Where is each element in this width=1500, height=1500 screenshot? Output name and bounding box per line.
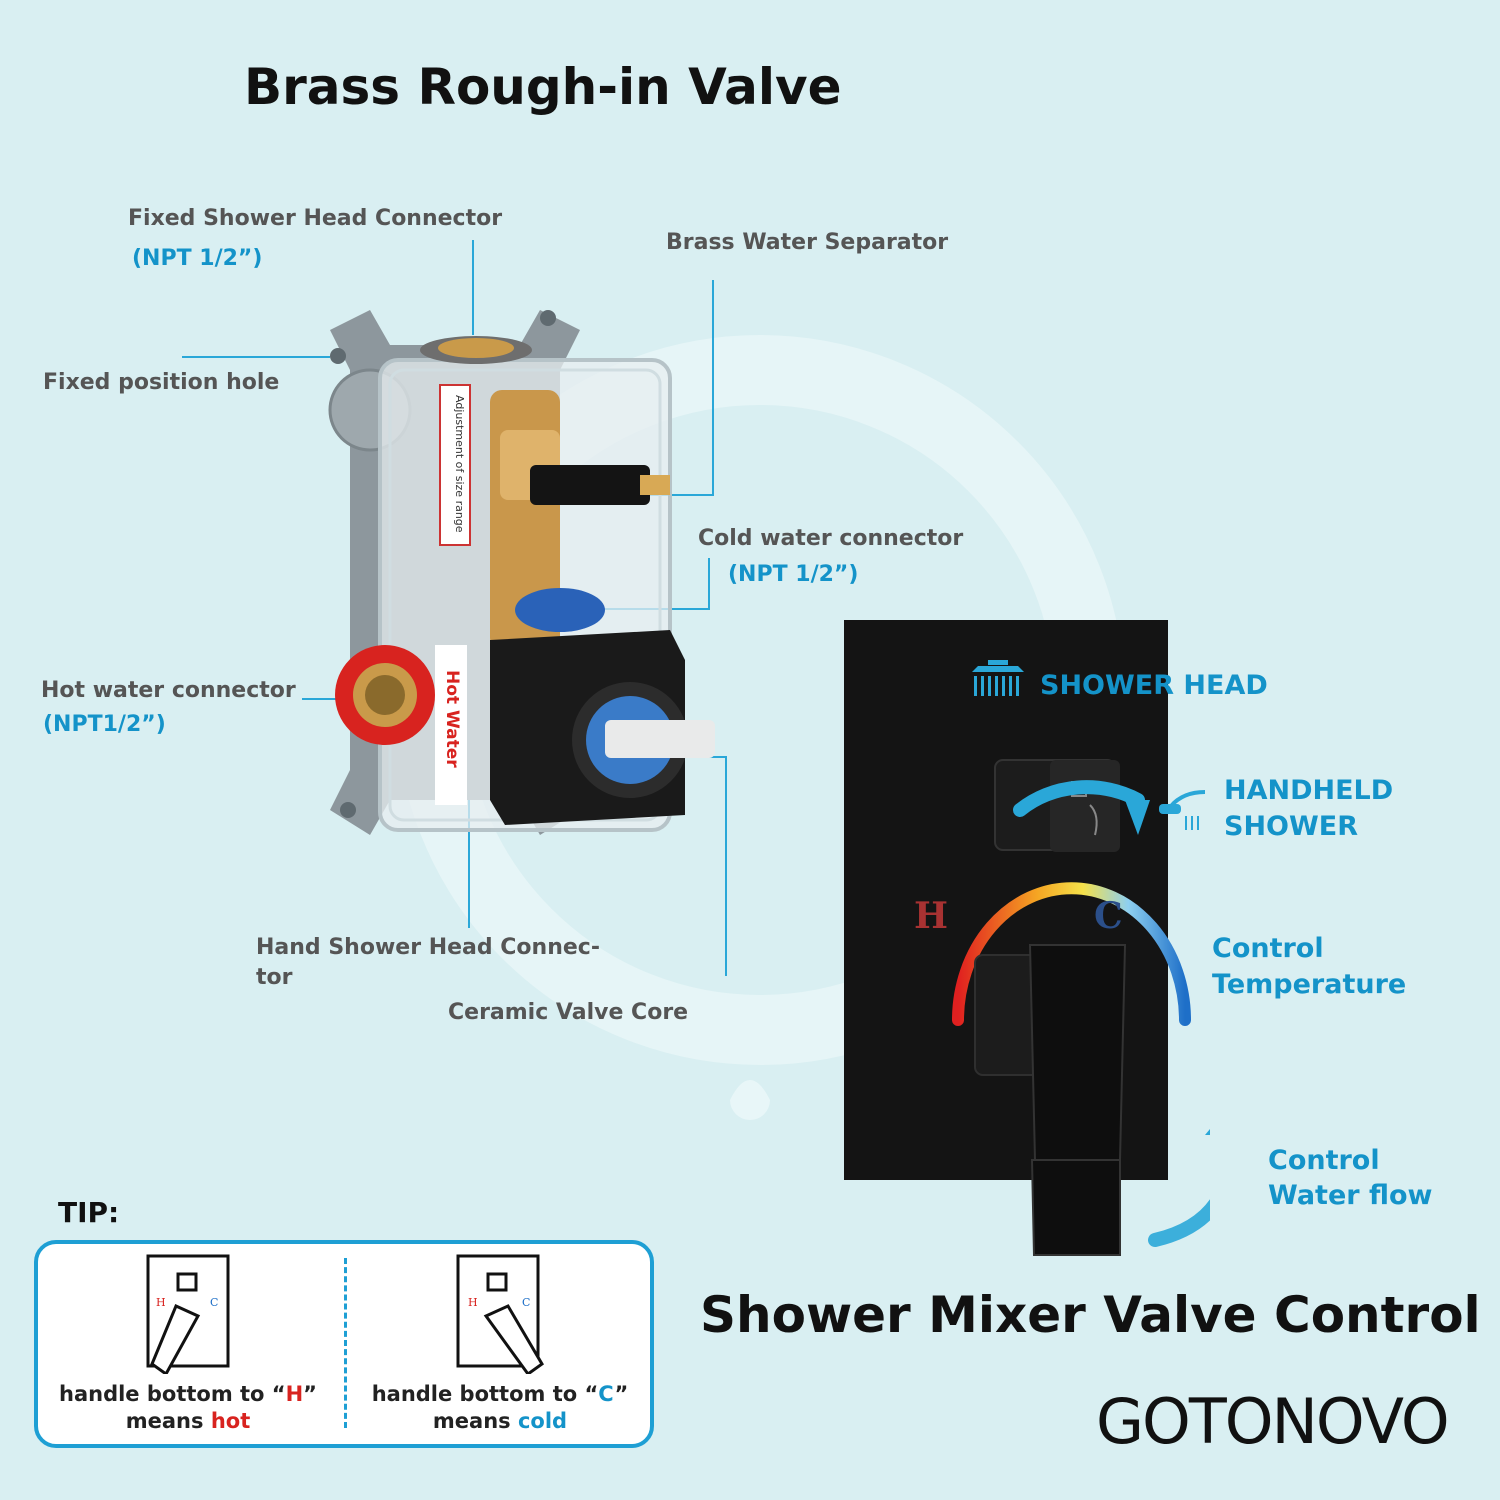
fixed-head-label: Fixed Shower Head Connector	[128, 206, 503, 231]
size-range-sticker: Adjustment of size range	[440, 395, 470, 555]
temperature-label-2: Temperature	[1212, 969, 1407, 1000]
tip-cold-diagram	[456, 1254, 544, 1374]
tip-cold-mini-c: C	[522, 1296, 531, 1309]
tip-cold-text: handle bottom to “C” means cold	[350, 1381, 650, 1435]
tip-hot-word: hot	[210, 1409, 251, 1433]
tip-cold-pre: handle bottom to “	[371, 1382, 599, 1406]
leader-separator-v	[712, 280, 714, 496]
size-range-text: Adjustment of size range	[453, 395, 466, 533]
handheld-label-2: SHOWER	[1224, 811, 1359, 842]
hot-water-sticker: Hot Water	[436, 650, 466, 810]
hand-head-label-2: tor	[256, 965, 293, 990]
handheld-label-1: HANDHELD	[1224, 775, 1394, 806]
cold-spec: (NPT 1/2”)	[728, 562, 859, 587]
hand-head-label-1: Hand Shower Head Connec-	[256, 935, 600, 960]
hot-spec: (NPT1/2”)	[43, 712, 166, 737]
page-title: Brass Rough-in Valve	[244, 58, 842, 116]
handheld-shower-icon	[1159, 790, 1206, 830]
tip-cold-word: cold	[517, 1409, 568, 1433]
brand-logo: GOTONOVO	[1096, 1385, 1450, 1458]
mixer-title: Shower Mixer Valve Control	[700, 1286, 1481, 1344]
tip-hot-diagram	[146, 1254, 230, 1374]
tip-divider	[344, 1258, 347, 1428]
leader-ceramic-v	[725, 758, 727, 976]
shower-head-label: SHOWER HEAD	[1040, 670, 1268, 701]
fixed-head-spec: (NPT 1/2”)	[132, 246, 263, 271]
tip-hot-post: ”	[303, 1382, 317, 1406]
shower-head-icon	[972, 660, 1024, 696]
plate-hot-mark: H	[914, 895, 949, 937]
tip-hot-mini-h: H	[156, 1296, 166, 1309]
water-flow-label-1: Control	[1268, 1145, 1380, 1176]
tip-hot-means: means	[125, 1409, 211, 1433]
tip-hot-text: handle bottom to “H” means hot	[38, 1381, 338, 1435]
tip-cold-key: C	[598, 1382, 615, 1406]
tip-hot-key: H	[285, 1382, 304, 1406]
mixer-plate-illustration	[844, 620, 1210, 1256]
tip-hot-mini-c: C	[210, 1296, 219, 1309]
tip-cold-means: means	[432, 1409, 518, 1433]
tip-box: H C H C handle bottom to “H” means hot h…	[34, 1240, 654, 1448]
leader-ceramic-h	[700, 756, 727, 758]
leader-hot	[302, 698, 362, 700]
tip-hot-pre: handle bottom to “	[59, 1382, 286, 1406]
leader-fixed-head	[472, 240, 474, 335]
leader-hand-head	[468, 800, 470, 928]
plate-cold-mark: C	[1094, 895, 1123, 937]
position-hole-label: Fixed position hole	[43, 370, 280, 395]
leader-separator-h	[650, 494, 714, 496]
hot-water-text: Hot Water	[442, 670, 462, 768]
hot-label: Hot water connector	[41, 678, 296, 703]
tip-cold-post: ”	[614, 1382, 629, 1406]
ceramic-label: Ceramic Valve Core	[448, 1000, 689, 1025]
tip-cold-mini-h: H	[468, 1296, 478, 1309]
separator-label: Brass Water Separator	[666, 230, 949, 255]
water-flow-label-2: Water flow	[1268, 1180, 1433, 1211]
tip-heading: TIP:	[58, 1196, 120, 1229]
leader-position-hole	[182, 356, 330, 358]
leader-cold-v	[708, 558, 710, 610]
temperature-label-1: Control	[1212, 933, 1324, 964]
rough-in-valve-illustration	[328, 310, 715, 835]
cold-label: Cold water connector	[698, 526, 964, 551]
